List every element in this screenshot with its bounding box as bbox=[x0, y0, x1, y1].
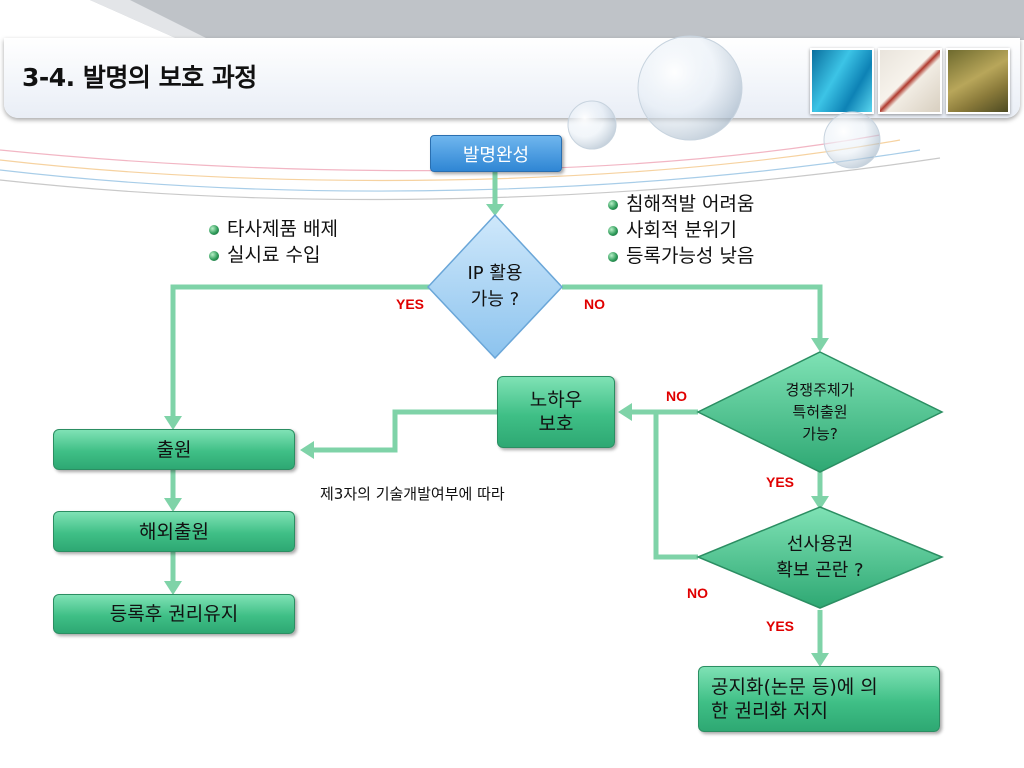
bullet-dot-icon bbox=[608, 252, 618, 262]
competitor-line-3: 가능? bbox=[802, 425, 838, 443]
no-reason-item: 등록가능성 낮음 bbox=[606, 243, 754, 269]
prior-use-decision-diamond bbox=[696, 506, 944, 609]
yes-reasons-list: 타사제품 배제 실시료 수입 bbox=[207, 216, 338, 268]
competitor-line-2: 특허출원 bbox=[792, 403, 848, 421]
yes-label-ip: YES bbox=[396, 296, 425, 312]
yes-reason-item: 실시료 수입 bbox=[207, 242, 338, 268]
no-label-prior-use: NO bbox=[687, 585, 708, 601]
fabric-thumbnail-icon bbox=[810, 48, 874, 114]
start-label: 발명완성 bbox=[462, 144, 530, 166]
publication-line-2: 한 권리화 저지 bbox=[711, 700, 828, 722]
prior-use-decision-text: 선사용권 확보 곤란 ? bbox=[740, 528, 900, 588]
bullet-dot-icon bbox=[608, 226, 618, 236]
bullet-dot-icon bbox=[209, 225, 219, 235]
start-invention-complete: 발명완성 bbox=[430, 135, 562, 172]
prior-use-line-1: 선사용권 bbox=[786, 534, 854, 555]
decorative-bubbles bbox=[567, 35, 881, 169]
ip-decision-diamond bbox=[426, 213, 564, 360]
foreign-application-label: 해외출원 bbox=[139, 520, 209, 543]
yes-label-prior-use: YES bbox=[766, 618, 795, 634]
bullet-dot-icon bbox=[608, 200, 618, 210]
knowhow-line-1: 노하우 bbox=[529, 389, 583, 411]
registration-box: 등록후 권리유지 bbox=[53, 594, 295, 634]
competitor-line-1: 경쟁주체가 bbox=[785, 381, 855, 399]
third-party-note: 제3자의 기술개발여부에 따라 bbox=[320, 485, 505, 503]
yes-label-competitor: YES bbox=[766, 474, 795, 490]
no-label-competitor: NO bbox=[666, 388, 687, 404]
ip-decision-line-1: IP 활용 bbox=[467, 263, 523, 284]
ip-decision-line-2: 가능 ? bbox=[470, 289, 520, 310]
ip-decision-text: IP 활용 가능 ? bbox=[430, 257, 560, 317]
publication-line-1: 공지화(논문 등)에 의 bbox=[711, 676, 878, 698]
slide-title: 3-4. 발명의 보호 과정 bbox=[22, 63, 257, 92]
publication-box: 공지화(논문 등)에 의 한 권리화 저지 bbox=[698, 666, 940, 732]
certificate-thumbnail-icon bbox=[878, 48, 942, 114]
decorative-swoosh-lines bbox=[0, 134, 941, 201]
yes-reason-item: 타사제품 배제 bbox=[207, 216, 338, 242]
no-reasons-list: 침해적발 어려움 사회적 분위기 등록가능성 낮음 bbox=[606, 191, 754, 269]
competitor-decision-text: 경쟁주체가 특허출원 가능? bbox=[740, 372, 900, 452]
nature-thumbnail-icon bbox=[946, 48, 1010, 114]
no-reason-item: 사회적 분위기 bbox=[606, 217, 754, 243]
bullet-dot-icon bbox=[209, 251, 219, 261]
foreign-application-box: 해외출원 bbox=[53, 511, 295, 552]
no-label-ip: NO bbox=[584, 296, 605, 312]
registration-label: 등록후 권리유지 bbox=[109, 603, 239, 625]
arrowheads bbox=[164, 204, 829, 667]
competitor-decision-diamond bbox=[696, 351, 944, 473]
prior-use-line-2: 확보 곤란 ? bbox=[776, 560, 864, 581]
knowhow-line-2: 보호 bbox=[538, 413, 574, 435]
application-label: 출원 bbox=[156, 438, 192, 461]
no-reason-item: 침해적발 어려움 bbox=[606, 191, 754, 217]
header-swoosh bbox=[90, 0, 1024, 40]
connectors bbox=[170, 172, 823, 655]
application-box: 출원 bbox=[53, 429, 295, 470]
knowhow-box: 노하우 보호 bbox=[497, 376, 615, 448]
